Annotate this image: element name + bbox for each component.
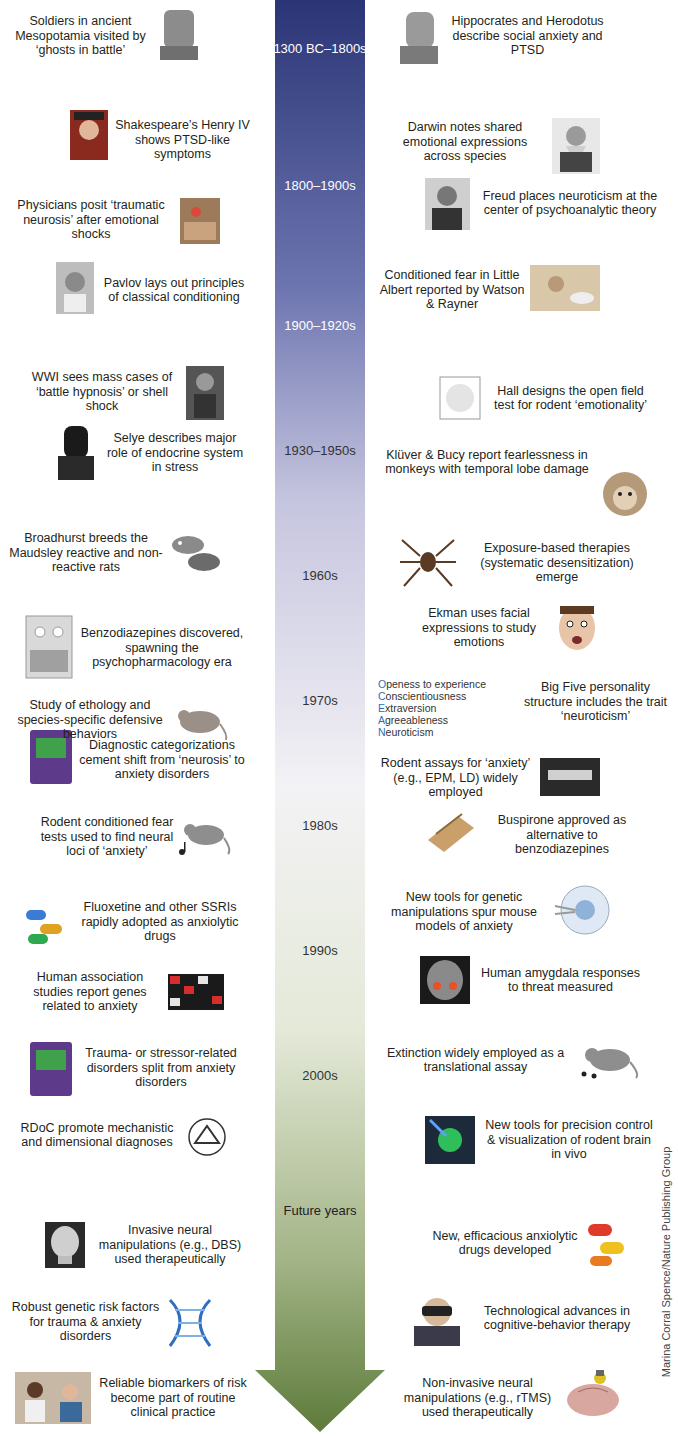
- event-text: Freud places neuroticism at the center o…: [475, 189, 665, 218]
- event-text: Benzodiazepines discovered, spawning the…: [78, 626, 246, 669]
- trait-name: Agreeableness: [378, 714, 516, 726]
- period-label: 2000s: [302, 1068, 337, 1083]
- event-text: Study of ethology and species-specific d…: [8, 698, 172, 741]
- period-label: Future years: [284, 1203, 357, 1218]
- event-text: Technological advances in cognitive-beha…: [468, 1304, 646, 1333]
- tms-icon: [567, 1370, 619, 1416]
- bust-icon: [160, 10, 198, 60]
- period-label: 1300 BC–1800s: [273, 41, 366, 56]
- event-text: RDoC promote mechanistic and dimensional…: [12, 1121, 182, 1150]
- mouse-icon: [179, 824, 229, 855]
- rat-icon: [172, 536, 220, 571]
- bust-icon: [400, 12, 438, 64]
- monkey-icon: [603, 472, 647, 516]
- event-text: Diagnostic categorizations cement shift …: [75, 738, 249, 781]
- period-label: 1990s: [302, 943, 337, 958]
- event-text: Rodent assays for ‘anxiety’ (e.g., EPM, …: [378, 756, 533, 799]
- event-text: Human amygdala responses to threat measu…: [478, 966, 643, 995]
- eye-icon: [555, 886, 609, 934]
- painting-icon: [180, 198, 220, 244]
- mouse-icon: [582, 1048, 638, 1079]
- event-text: Conditioned fear in Little Albert report…: [378, 268, 526, 311]
- event-text: Human association studies report genes r…: [16, 970, 164, 1013]
- event-text: Broadhurst breeds the Maudsley reactive …: [5, 531, 167, 574]
- event-text: Big Five personality structure includes …: [518, 680, 673, 723]
- event-text: New tools for genetic manipulations spur…: [378, 890, 550, 933]
- period-label: 1800–1900s: [284, 178, 356, 193]
- photo-icon: [530, 265, 600, 311]
- event-text: Fluoxetine and other SSRIs rapidly adopt…: [72, 900, 248, 943]
- xray-icon: [45, 1222, 85, 1268]
- event-text: Non-invasive neural manipulations (e.g.,…: [395, 1376, 560, 1419]
- vr-icon: [414, 1298, 460, 1346]
- event-text: Buspirone approved as alternative to ben…: [482, 813, 642, 856]
- event-text: Extinction widely employed as a translat…: [378, 1046, 573, 1075]
- trait-name: Openess to experience: [378, 678, 516, 690]
- pill-icon: [26, 616, 72, 678]
- event-text: Darwin notes shared emotional expression…: [385, 120, 545, 163]
- portrait-icon: [70, 110, 108, 160]
- event-text: Trauma- or stressor-related disorders sp…: [74, 1046, 248, 1089]
- event-text: Physicians posit ‘traumatic neurosis’ af…: [5, 198, 177, 241]
- event-text: WWI sees mass cases of ‘battle hypnosis’…: [22, 370, 182, 413]
- period-label: 1980s: [302, 818, 337, 833]
- event-text: Hall designs the open field test for rod…: [488, 384, 653, 413]
- event-text: Hippocrates and Herodotus describe socia…: [440, 14, 615, 57]
- period-label: 1960s: [302, 568, 337, 583]
- capsule-icon: [588, 1224, 624, 1266]
- event-text: New tools for precision control & visual…: [482, 1118, 656, 1161]
- event-text: Shakespeare’s Henry IV shows PTSD-like s…: [115, 118, 250, 161]
- portrait-icon: [552, 118, 600, 174]
- period-label: 1900–1920s: [284, 318, 356, 333]
- logo-icon: [189, 1119, 225, 1155]
- pill-icon: [26, 910, 62, 944]
- field-test-icon: [440, 377, 480, 419]
- event-text: Invasive neural manipulations (e.g., DBS…: [92, 1223, 248, 1266]
- event-text: Exposure-based therapies (systematic des…: [462, 541, 652, 584]
- credit-line: Marina Corral Spence/Nature Publishing G…: [660, 1147, 672, 1378]
- event-text: Reliable biomarkers of risk become part …: [98, 1376, 248, 1419]
- photo-icon: [15, 1372, 91, 1424]
- event-text: Robust genetic risk factors for trauma &…: [8, 1300, 163, 1343]
- event-text: Rodent conditioned fear tests used to fi…: [38, 815, 176, 858]
- event-text: Klüver & Bucy report fearlessness in mon…: [378, 448, 596, 477]
- period-label: 1970s: [302, 693, 337, 708]
- event-text: New, efficacious anxiolytic drugs develo…: [430, 1229, 580, 1258]
- arrow-shape: [255, 0, 385, 1436]
- trait-name: Conscientiousness: [378, 690, 516, 702]
- event-text: Ekman uses facial expressions to study e…: [408, 606, 550, 649]
- photo-icon: [186, 366, 224, 420]
- period-label: 1930–1950s: [284, 443, 356, 458]
- rat-icon: [178, 710, 226, 740]
- maze-icon: [540, 758, 600, 796]
- event-text: Selye describes major role of endocrine …: [102, 431, 248, 474]
- face-icon: [559, 606, 595, 650]
- trait-name: Neuroticism: [378, 726, 516, 738]
- timeline-arrow: 1300 BC–1800s 1800–1900s 1900–1920s 1930–19…: [255, 0, 385, 1436]
- bust-icon: [58, 426, 94, 480]
- portrait-icon: [425, 178, 470, 230]
- drug-icon: [428, 814, 474, 852]
- event-text: Pavlov lays out principles of classical …: [100, 276, 248, 305]
- event-text: Soldiers in ancient Mesopotamia visited …: [8, 14, 153, 57]
- trait-name: Extraversion: [378, 702, 516, 714]
- heatmap-icon: [168, 974, 224, 1010]
- brain-scan-icon: [420, 956, 470, 1004]
- dna-icon: [170, 1300, 210, 1346]
- photo-icon: [56, 262, 94, 314]
- spider-icon: [400, 540, 456, 586]
- book-icon: [30, 1042, 72, 1096]
- optogenetics-icon: [425, 1116, 475, 1164]
